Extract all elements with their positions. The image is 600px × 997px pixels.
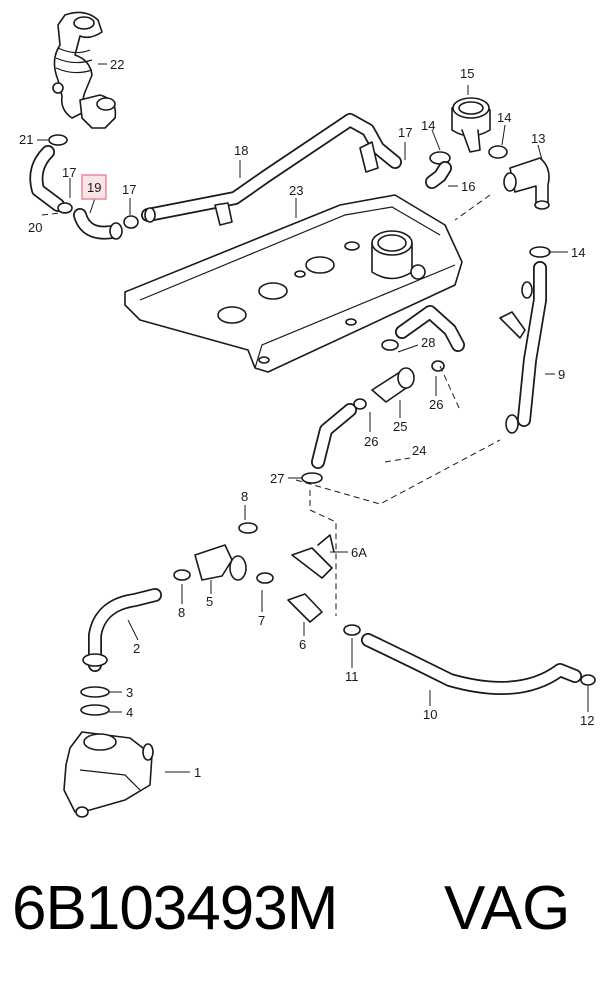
callout-2: 2 <box>133 641 140 656</box>
callout-27: 27 <box>270 471 284 486</box>
callout-5: 5 <box>206 594 213 609</box>
callout-9: 9 <box>558 367 565 382</box>
callout-8b: 8 <box>178 605 185 620</box>
callout-17b: 17 <box>122 182 136 197</box>
callout-22: 22 <box>110 57 124 72</box>
callout-25: 25 <box>393 419 407 434</box>
parts-diagram: 1 2 3 4 5 6 6A 7 8 8 9 10 11 12 13 14 14… <box>19 11 596 818</box>
callout-8a: 8 <box>241 489 248 504</box>
hose-9 <box>499 261 547 434</box>
pcv-valve-assembly <box>425 97 551 258</box>
callout-28: 28 <box>421 335 435 350</box>
callout-14c: 14 <box>571 245 585 260</box>
hose-19 <box>73 208 139 240</box>
callout-12: 12 <box>580 713 594 728</box>
callout-11: 11 <box>345 669 359 684</box>
callout-14a: 14 <box>421 118 435 133</box>
callout-16: 16 <box>461 179 475 194</box>
callout-15: 15 <box>460 66 474 81</box>
highlight-box-19 <box>81 174 107 200</box>
callout-6: 6 <box>299 637 306 652</box>
callout-18: 18 <box>234 143 248 158</box>
callout-20: 20 <box>28 220 42 235</box>
callout-7: 7 <box>258 613 265 628</box>
hose-20 <box>29 134 73 214</box>
callout-1: 1 <box>194 765 201 780</box>
hose-assembly-24 <box>301 305 465 484</box>
brand-name: VAG <box>444 874 571 943</box>
callout-23: 23 <box>289 183 303 198</box>
callout-6a: 6A <box>351 545 367 560</box>
breather-pipe-18 <box>141 113 402 226</box>
valve-cover <box>124 194 463 373</box>
callout-3: 3 <box>126 685 133 700</box>
callout-21: 21 <box>19 132 33 147</box>
callout-labels: 1 2 3 4 5 6 6A 7 8 8 9 10 11 12 13 14 14… <box>19 57 594 780</box>
callout-26a: 26 <box>364 434 378 449</box>
callout-17a: 17 <box>62 165 76 180</box>
callout-13: 13 <box>531 131 545 146</box>
leader-lines <box>37 63 589 773</box>
callout-4: 4 <box>126 705 133 720</box>
connection-lines <box>41 194 501 616</box>
callout-17c: 17 <box>398 125 412 140</box>
intake-hose <box>52 11 117 129</box>
callout-10: 10 <box>423 707 437 722</box>
callout-26b: 26 <box>429 397 443 412</box>
callout-24: 24 <box>412 443 426 458</box>
part-number: 6B103493M <box>12 874 338 943</box>
callout-14b: 14 <box>497 110 511 125</box>
lower-assembly <box>63 522 596 818</box>
callout-19: 19 <box>87 180 101 195</box>
